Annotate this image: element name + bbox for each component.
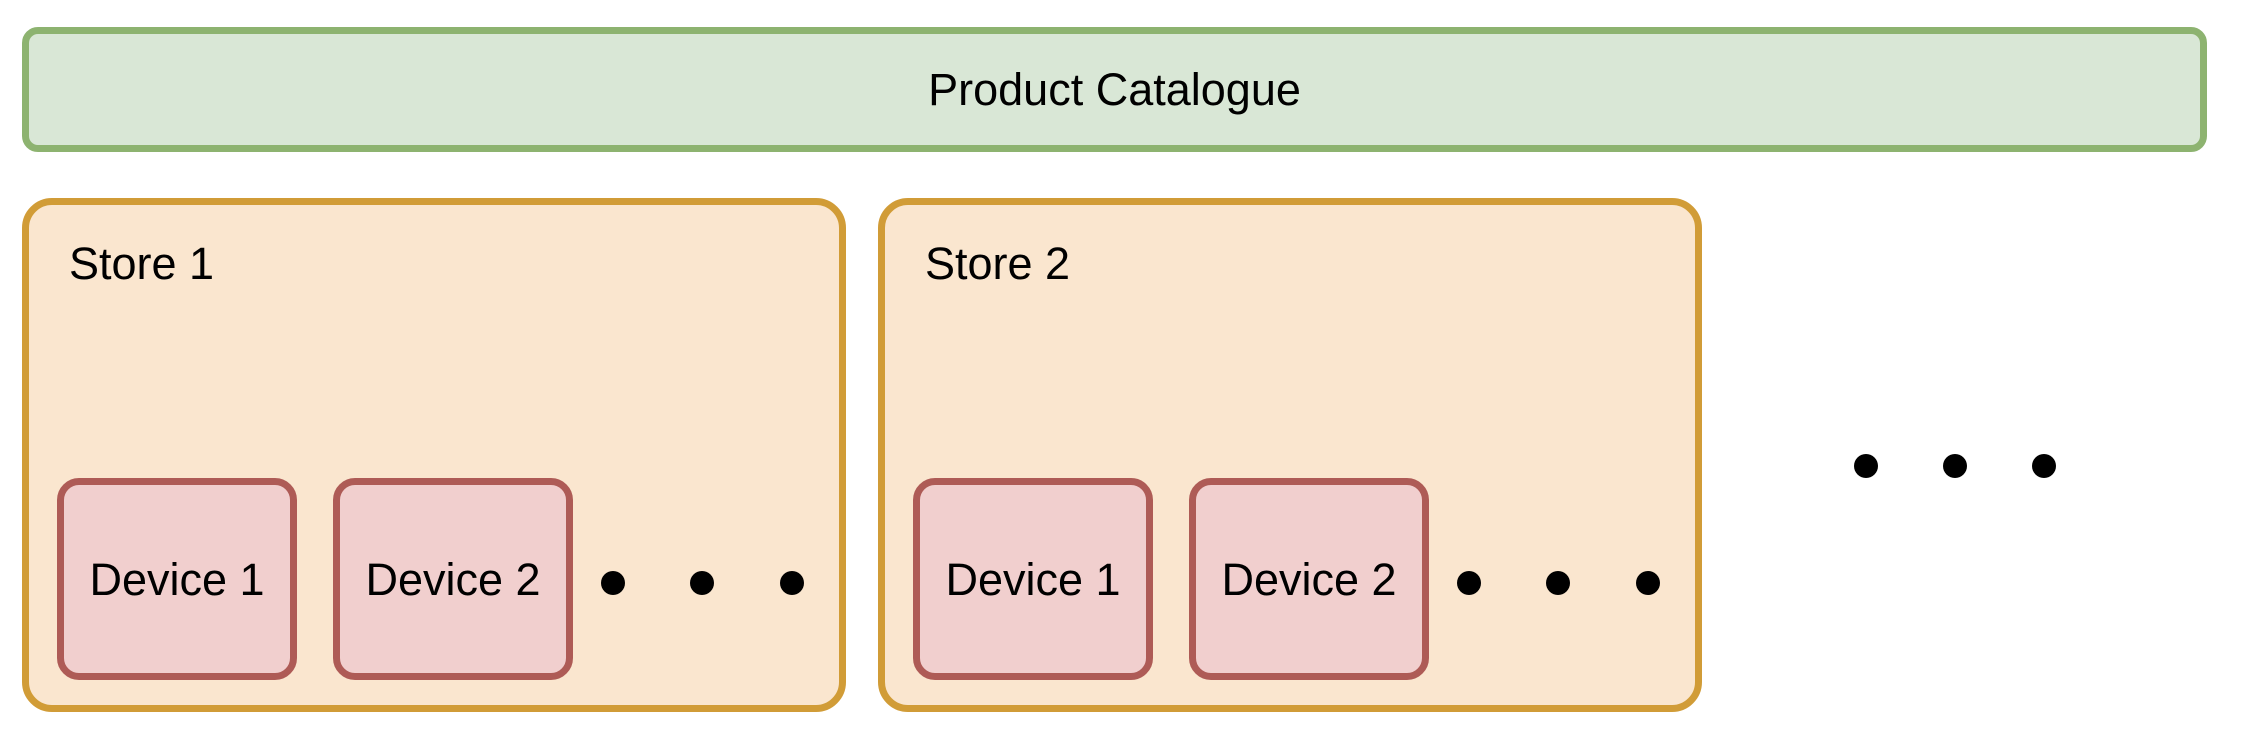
device-label: Device 2 <box>365 553 541 605</box>
device-label: Device 1 <box>89 553 265 605</box>
ellipsis-dot-icon <box>1943 454 1967 478</box>
ellipsis-dot-icon <box>1546 571 1570 595</box>
store-1-device-1-box: Device 1 <box>57 478 297 680</box>
store-1-device-2-box: Device 2 <box>333 478 573 680</box>
store-2-box: Store 2 Device 1 Device 2 <box>878 198 1702 712</box>
store-label: Store 1 <box>69 238 215 289</box>
store-2-device-1-box: Device 1 <box>913 478 1153 680</box>
store-2-device-2-box: Device 2 <box>1189 478 1429 680</box>
product-catalogue-label: Product Catalogue <box>928 64 1301 115</box>
ellipsis-dot-icon <box>1636 571 1660 595</box>
product-catalogue-box: Product Catalogue <box>22 27 2207 152</box>
store-label: Store 2 <box>925 238 1071 289</box>
store-1-box: Store 1 Device 1 Device 2 <box>22 198 846 712</box>
ellipsis-dot-icon <box>1854 454 1878 478</box>
ellipsis-dot-icon <box>780 571 804 595</box>
device-label: Device 2 <box>1221 553 1397 605</box>
ellipsis-dot-icon <box>1457 571 1481 595</box>
ellipsis-dot-icon <box>601 571 625 595</box>
ellipsis-dot-icon <box>690 571 714 595</box>
device-label: Device 1 <box>945 553 1121 605</box>
ellipsis-dot-icon <box>2032 454 2056 478</box>
